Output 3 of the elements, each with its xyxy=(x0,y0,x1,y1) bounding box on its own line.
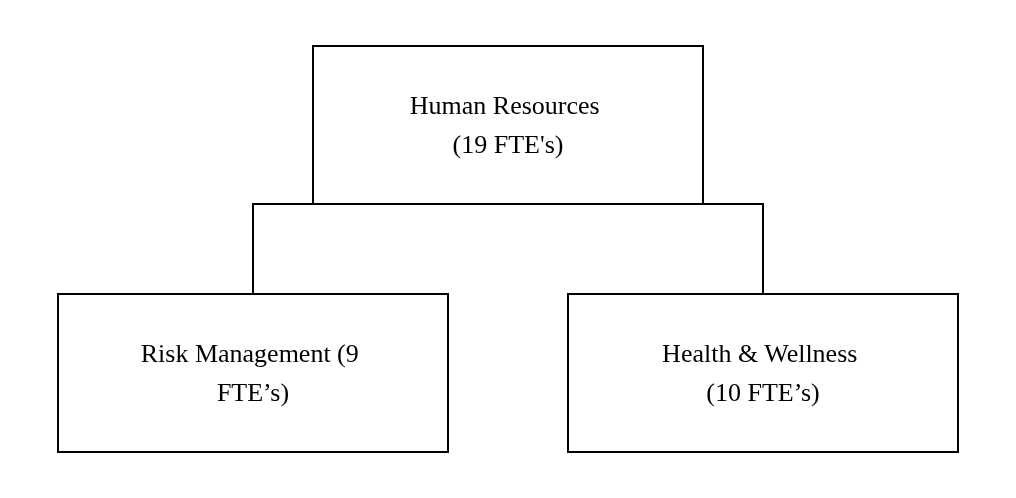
node-box: Risk Management (9 FTE’s) xyxy=(57,293,449,453)
node-box: Human Resources (19 FTE's) xyxy=(312,45,704,205)
node-box: Health & Wellness (10 FTE’s) xyxy=(567,293,959,453)
